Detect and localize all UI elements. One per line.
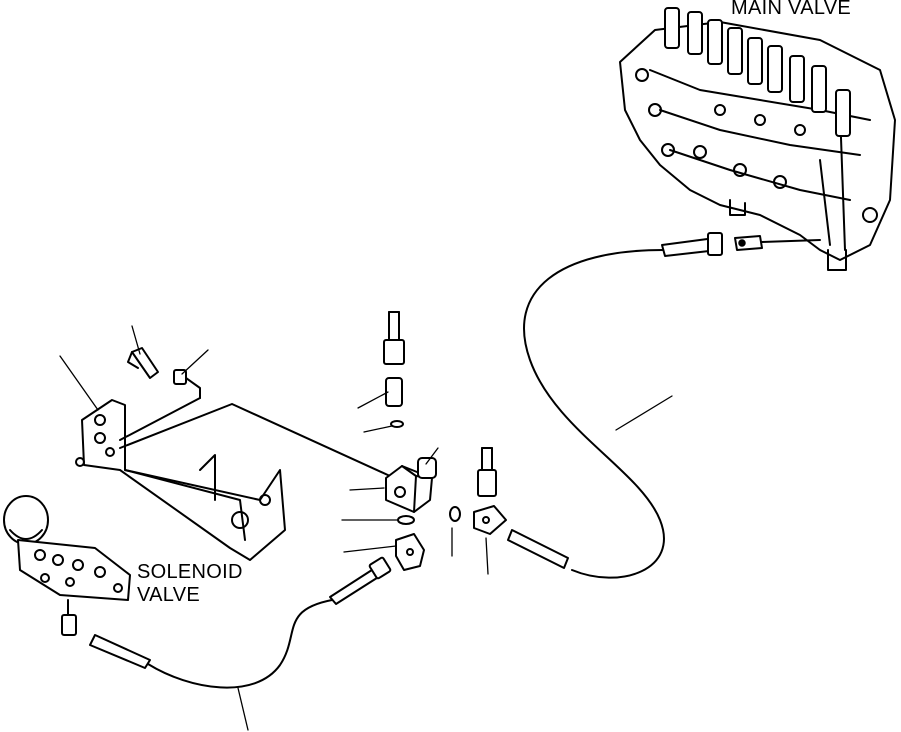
main-valve [619,7,896,271]
hose-solenoid [89,556,392,689]
main-valve-label: MAIN VALVE [731,0,852,19]
bolt-and-clip [119,347,201,441]
bracket-assembly [75,399,286,561]
solenoid-valve-label-line2: VALVE [137,584,201,606]
tee-connector [449,447,569,569]
leader-lines [59,325,673,731]
connector-upper [383,311,405,428]
fitting-lower [395,515,425,571]
main-valve-fitting [661,232,821,257]
junction-block [385,457,437,513]
hose-main-valve [523,249,665,579]
solenoid-valve-label-line1: SOLENOID [137,561,243,583]
tube-bracket-to-block [119,403,391,477]
solenoid-valve [3,495,131,636]
